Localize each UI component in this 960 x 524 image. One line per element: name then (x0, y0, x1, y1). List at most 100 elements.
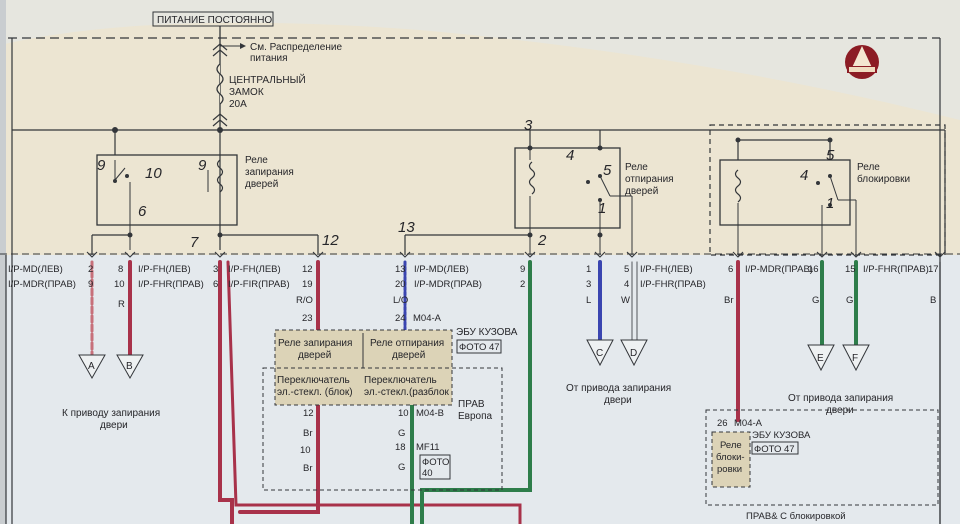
wire-label: I/P-FHR(ПРАВ) (863, 264, 929, 275)
pin-label: 20 (395, 279, 406, 290)
ecu-wire-color: Br (303, 428, 313, 439)
ecu-title: ЭБУ КУЗОВА (456, 327, 518, 338)
handwritten-number: 12 (322, 232, 339, 249)
handwritten-number: 1 (826, 195, 834, 212)
ecu-photo40-line1: ФОТО (422, 457, 449, 468)
wire-label: I/P-MD(ЛЕВ) (414, 264, 469, 275)
connector-b: B (126, 361, 133, 372)
pin-label: 1 (586, 264, 591, 275)
pin-labels: 2 9 I/P-MD(ЛЕВ) I/P-MDR(ПРАВ) 8 10 I/P-F… (8, 264, 939, 324)
pin-label: 6 (213, 279, 218, 290)
ecu-lock-relay-line2: дверей (298, 350, 331, 361)
lock-relay-line2: запирания (245, 167, 294, 178)
handwritten-number: 4 (566, 147, 574, 164)
ecu-connector: M04-B (416, 408, 444, 419)
connector-marks (86, 251, 946, 258)
handwritten-number: 5 (826, 147, 835, 164)
handwritten-number: 6 (138, 203, 147, 220)
wire-color: L/O (393, 295, 408, 306)
ecu-side-line2: Европа (458, 411, 493, 422)
ecu-side-line1: ПРАВ (458, 399, 485, 410)
ecu-pin-label: 10 (398, 408, 409, 419)
page-shadow (0, 0, 960, 120)
wire-color: Br (724, 295, 734, 306)
ecu-connector: MF11 (416, 442, 440, 453)
pin-label: 5 (624, 264, 629, 275)
power-ref-line2: питания (250, 53, 288, 64)
from-lock2-line2: двери (826, 405, 854, 416)
ecu-photo: ФОТО 47 (459, 342, 500, 353)
header-label: ПИТАНИЕ ПОСТОЯННО (157, 15, 272, 26)
page-edge (0, 0, 6, 524)
connector-a: A (88, 361, 95, 372)
unlock-relay-line3: дверей (625, 186, 658, 197)
pin-label: 17 (928, 264, 939, 275)
power-ref-line1: См. Распределение (250, 42, 342, 53)
wire-label: I/P-FH(ЛЕВ) (228, 264, 281, 275)
lock-relay: Реле запирания дверей (96, 154, 294, 250)
wire-label: I/P-FH(ЛЕВ) (640, 264, 693, 275)
to-lock-line1: К приводу запирания (62, 408, 160, 419)
body-ecu-block2: 26 M04-A ЭБУ КУЗОВА ФОТО 47 Реле блоки- … (705, 409, 939, 506)
logo-icon (845, 45, 879, 79)
ecu-wire-color: G (398, 462, 405, 473)
fuse-line2: ЗАМОК (229, 87, 264, 98)
fuse-line1: ЦЕНТРАЛЬНЫЙ (229, 73, 306, 86)
pin-label: 13 (395, 264, 406, 275)
ecu-switch-block-line2: эл.-стекл. (блок) (277, 386, 353, 398)
wire-color: B (930, 295, 936, 306)
block-relay: Реле блокировки (719, 159, 910, 255)
handwritten-number: 7 (190, 234, 199, 251)
pin-label: 2 (520, 279, 525, 290)
ecu2-pin: 26 (717, 418, 728, 429)
junction-dots (127, 137, 833, 238)
pin-label: 6 (728, 264, 733, 275)
from-lock2-line1: От привода запирания (788, 393, 893, 404)
pin-label: 9 (88, 279, 93, 290)
handwritten-number: 1 (598, 200, 606, 217)
bus-wires (114, 124, 946, 256)
pin-label: 12 (302, 264, 313, 275)
block-relay-line1: Реле (857, 162, 880, 173)
connector-f: F (852, 353, 858, 364)
from-lock-line2: двери (604, 395, 632, 406)
ecu-wire-color: G (398, 428, 405, 439)
pin-label: 3 (213, 264, 218, 275)
wire-label: I/P-FHR(ПРАВ) (138, 279, 204, 290)
wire-label: I/P-FHR(ПРАВ) (640, 279, 706, 290)
unlock-relay-line1: Реле (625, 162, 648, 173)
pin-label: 10 (114, 279, 125, 290)
ecu2-relay-line2: блоки- (716, 452, 745, 463)
ecu2-relay-line3: ровки (717, 464, 742, 475)
wire-label: I/P-MDR(ПРАВ) (414, 279, 482, 290)
unlock-relay-line2: отпирания (625, 174, 674, 185)
top-feed: ПИТАНИЕ ПОСТОЯННО См. Распределение пита… (112, 11, 342, 133)
ecu-lock-relay-line1: Реле запирания (278, 338, 352, 349)
pin-label: 24 (395, 313, 406, 324)
ecu-unlock-relay-line1: Реле отпирания (370, 338, 444, 349)
wire-color: R (118, 299, 125, 310)
handwritten-number: 3 (524, 117, 533, 134)
ecu2-photo: ФОТО 47 (754, 444, 795, 455)
pin-label: 19 (302, 279, 313, 290)
pin-label: 9 (520, 264, 525, 275)
to-lock-line2: двери (100, 420, 128, 431)
pin-label: 3 (586, 279, 591, 290)
connector-d: D (630, 348, 637, 359)
ecu-switch-unblock-line2: эл.-стекл.(разблок (364, 386, 450, 398)
ecu-wire-color: Br (303, 463, 313, 474)
connector-triangles: A B К приводу запирания двери C D От при… (62, 339, 893, 431)
connector-label: M04-A (413, 313, 442, 324)
handwritten-number: 5 (603, 162, 612, 179)
ecu2-title: ЭБУ КУЗОВА (752, 430, 811, 441)
ecu-photo40-line2: 40 (422, 468, 433, 479)
wire-label: I/P-FIR(ПРАВ) (228, 279, 290, 290)
block-relay-line2: блокировки (857, 173, 910, 185)
pin-label: 2 (88, 264, 93, 275)
handwritten-number: 10 (145, 165, 162, 182)
handwritten-number: 9 (97, 157, 106, 174)
ecu-pin-label: 12 (303, 408, 314, 419)
wire-label: I/P-FH(ЛЕВ) (138, 264, 191, 275)
pin-label: 4 (624, 279, 629, 290)
wire-label: I/P-MDR(ПРАВ) (745, 264, 813, 275)
